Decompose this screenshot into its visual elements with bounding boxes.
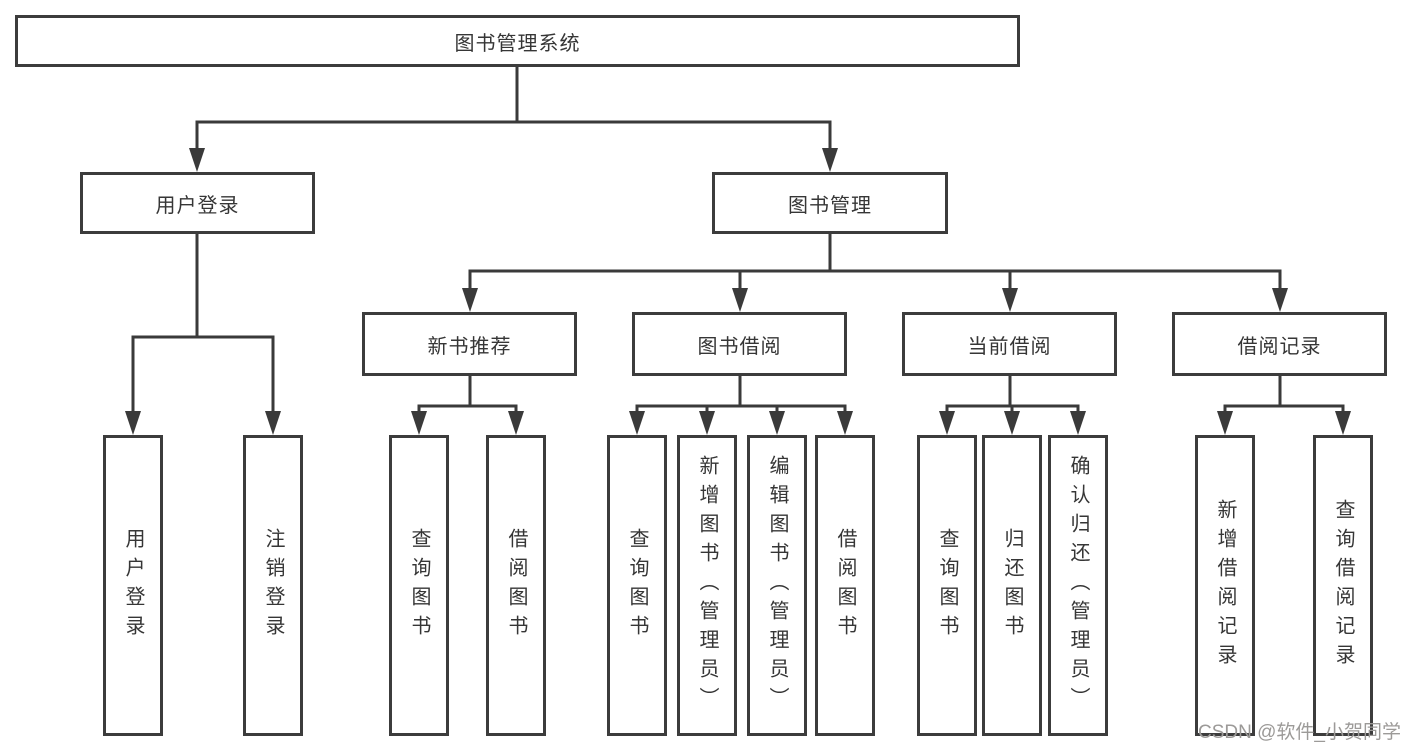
node-borrow-records-label: 借阅记录 xyxy=(1237,335,1322,358)
node-root: 图书管理系统 xyxy=(15,15,1020,67)
node-user-login-label: 用户登录 xyxy=(155,194,240,217)
leaf-add-borrow-record: 新增借阅记录 xyxy=(1195,435,1255,736)
leaf-borrow-books-borrow-label: 借阅图书 xyxy=(834,527,856,644)
leaf-borrow-books-borrow: 借阅图书 xyxy=(815,435,875,736)
leaf-borrow-books-recommend: 借阅图书 xyxy=(486,435,546,736)
leaf-add-book-admin-label: 新增图书（管理员） xyxy=(696,455,718,716)
leaf-query-borrow-record-label: 查询借阅记录 xyxy=(1332,498,1354,673)
node-new-book-recommend: 新书推荐 xyxy=(362,312,577,376)
leaf-return-book-label: 归还图书 xyxy=(1001,527,1023,644)
node-book-management: 图书管理 xyxy=(712,172,948,234)
leaf-confirm-return-admin-label: 确认归还（管理员） xyxy=(1067,455,1089,716)
leaf-query-books-current-label: 查询图书 xyxy=(936,527,958,644)
leaf-logout: 注销登录 xyxy=(243,435,303,736)
node-current-borrow-label: 当前借阅 xyxy=(967,335,1052,358)
node-book-borrow-label: 图书借阅 xyxy=(697,335,782,358)
leaf-user-login-label: 用户登录 xyxy=(122,527,144,644)
leaf-user-login: 用户登录 xyxy=(103,435,163,736)
csdn-watermark: CSDN @软件_小贺同学 xyxy=(1198,722,1401,743)
leaf-query-borrow-record: 查询借阅记录 xyxy=(1313,435,1373,736)
node-book-management-label: 图书管理 xyxy=(788,194,872,217)
leaf-query-books-borrow: 查询图书 xyxy=(607,435,667,736)
leaf-add-borrow-record-label: 新增借阅记录 xyxy=(1214,498,1236,673)
leaf-borrow-books-recommend-label: 借阅图书 xyxy=(505,527,527,644)
leaf-query-books-recommend: 查询图书 xyxy=(389,435,449,736)
node-user-login: 用户登录 xyxy=(80,172,315,234)
node-borrow-records: 借阅记录 xyxy=(1172,312,1387,376)
node-new-book-recommend-label: 新书推荐 xyxy=(427,335,512,358)
leaf-edit-book-admin: 编辑图书（管理员） xyxy=(747,435,807,736)
leaf-query-books-recommend-label: 查询图书 xyxy=(408,527,430,644)
leaf-query-books-current: 查询图书 xyxy=(917,435,977,736)
node-current-borrow: 当前借阅 xyxy=(902,312,1117,376)
leaf-edit-book-admin-label: 编辑图书（管理员） xyxy=(766,455,788,716)
leaf-add-book-admin: 新增图书（管理员） xyxy=(677,435,737,736)
leaf-return-book: 归还图书 xyxy=(982,435,1042,736)
node-book-borrow: 图书借阅 xyxy=(632,312,847,376)
leaf-logout-label: 注销登录 xyxy=(262,527,284,644)
node-root-label: 图书管理系统 xyxy=(454,32,581,55)
leaf-confirm-return-admin: 确认归还（管理员） xyxy=(1048,435,1108,736)
leaf-query-books-borrow-label: 查询图书 xyxy=(626,527,648,644)
